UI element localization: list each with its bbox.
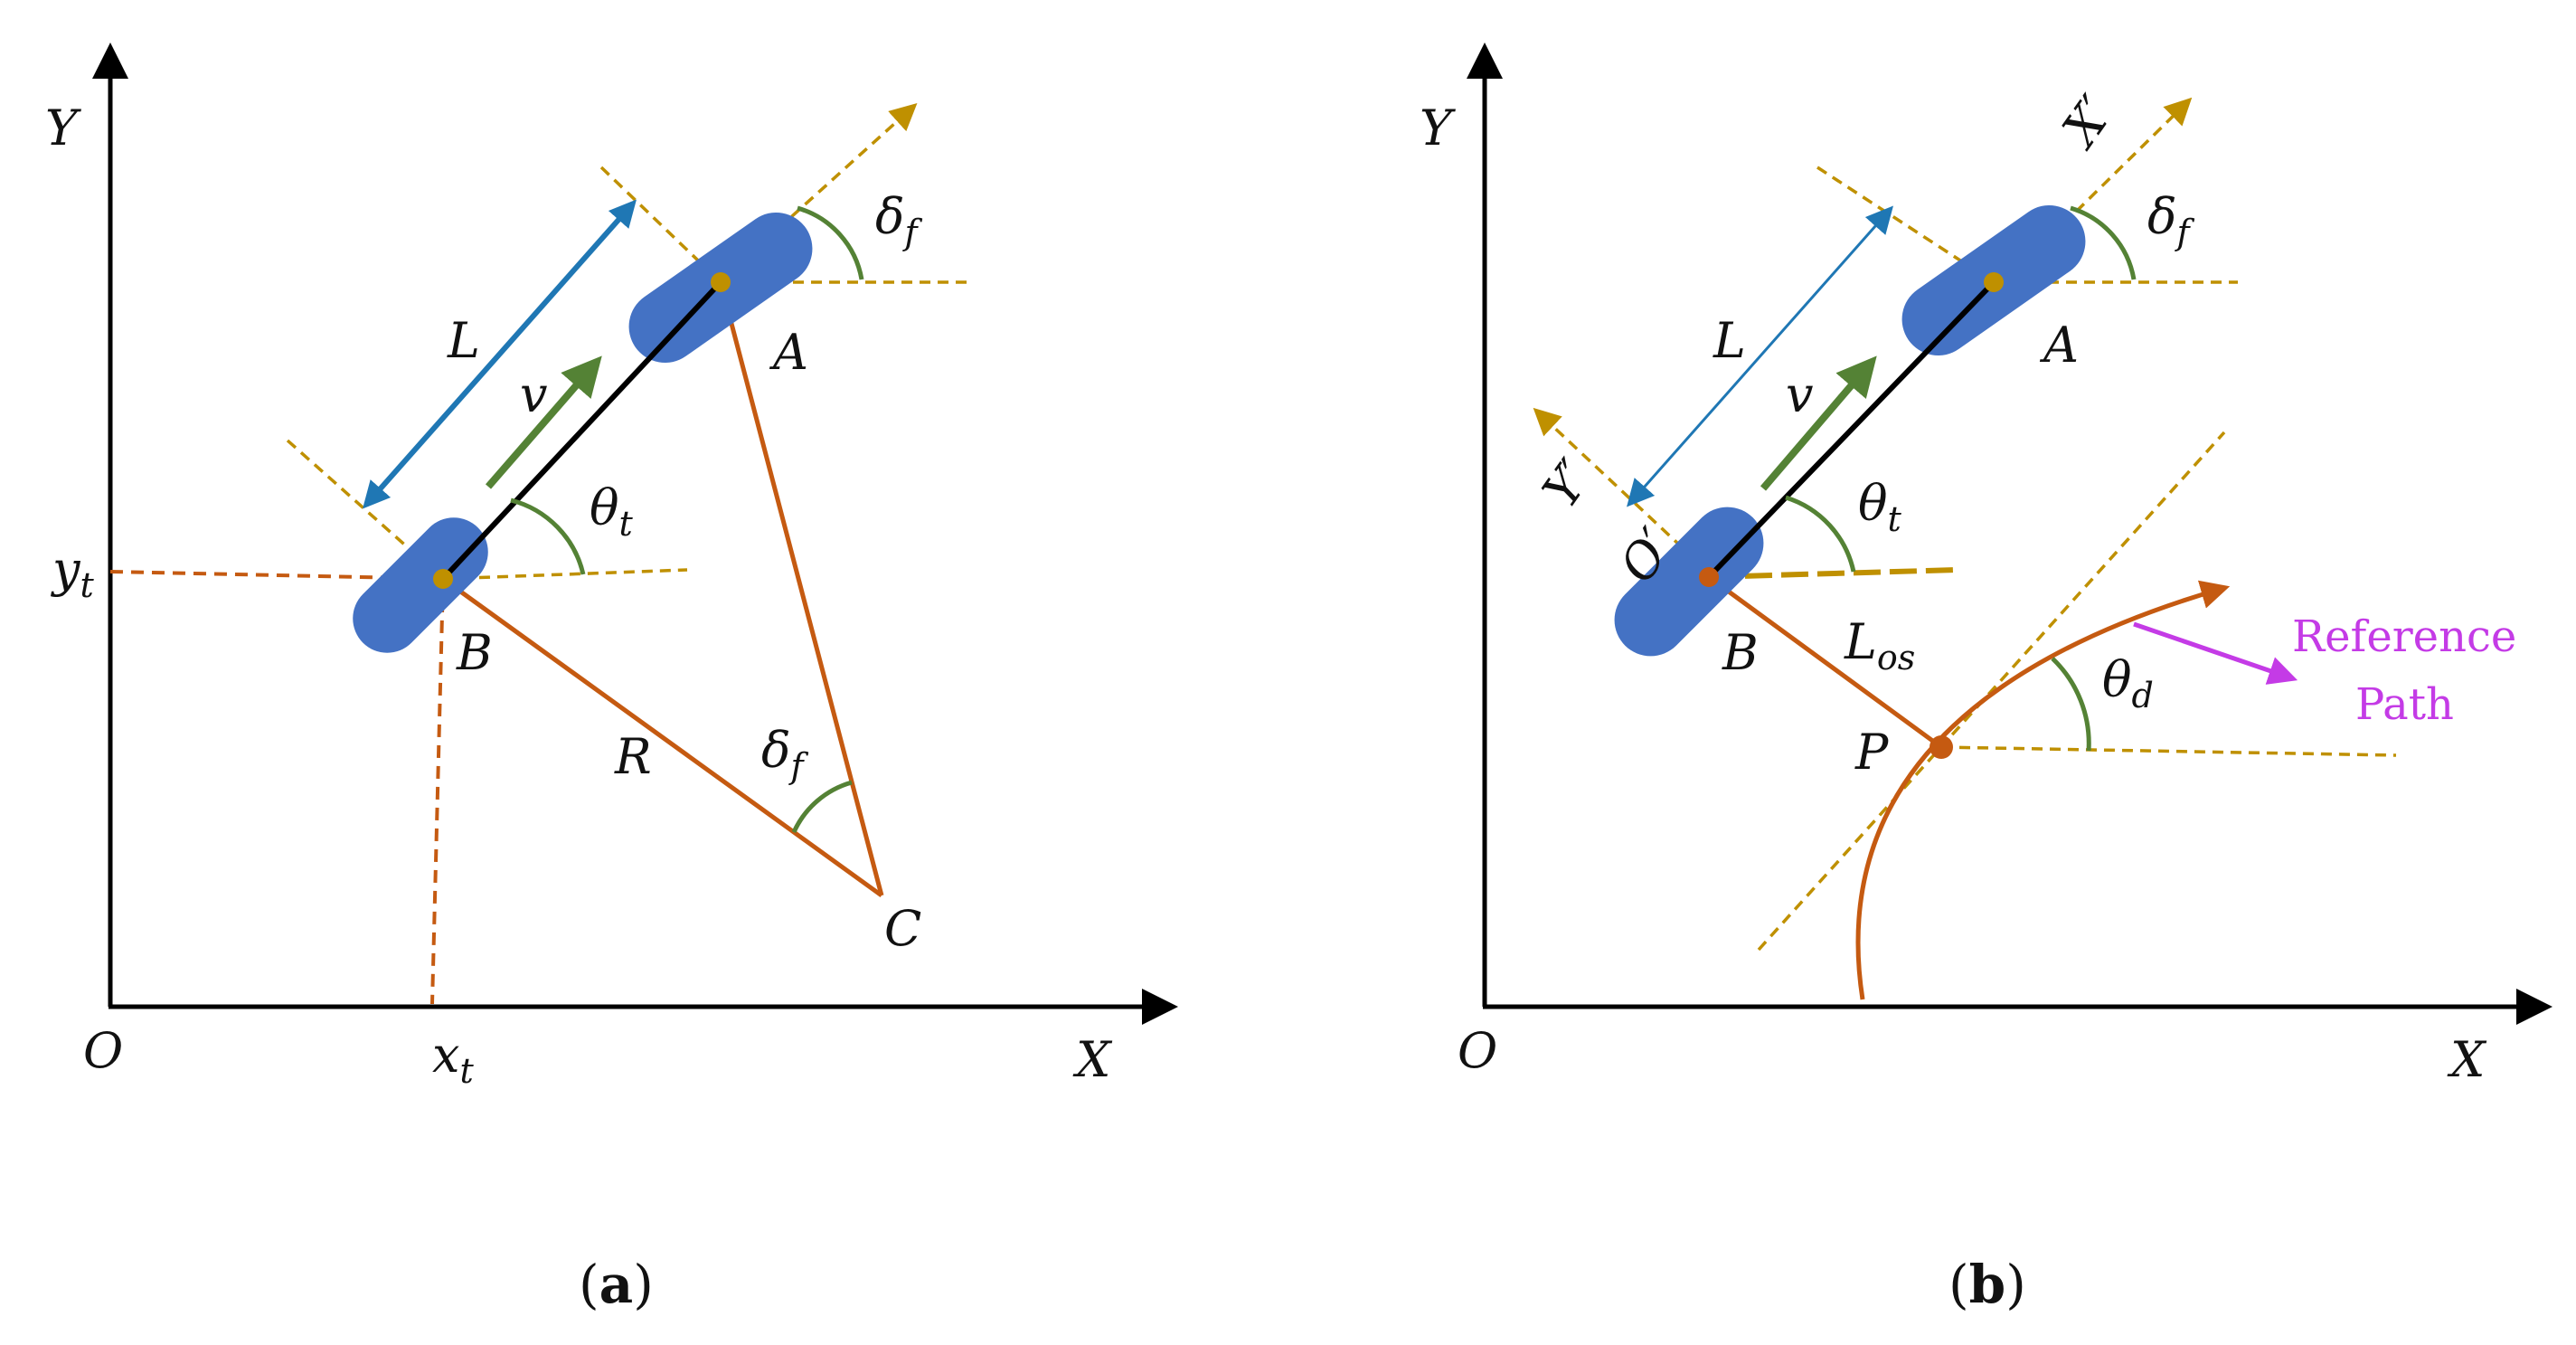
vehicle-body-line-b [1706, 279, 1996, 580]
point-p-label: P [1854, 724, 1890, 781]
panel-b: Y X O X′ Y′ O′ L v θt δf A B P Los θd Re… [1420, 43, 2552, 1315]
steer-angle-arc-c [791, 780, 853, 834]
point-b-marker [433, 569, 453, 589]
local-x-axis-label: X′ [2050, 86, 2125, 159]
steer-angle-arc-b [2070, 205, 2137, 280]
x-tick-label: xt [432, 1027, 474, 1091]
heading-angle-arc [510, 497, 586, 575]
panel-a: Y X O yt xt L v θt δf δf A B C R (a) [45, 43, 1178, 1315]
rear-horizontal-dashed-line [442, 568, 688, 581]
steer-angle-c-label: δf [761, 722, 809, 786]
point-a-marker [711, 272, 731, 292]
heading-angle-arc-b [1785, 495, 1856, 573]
steer-angle-label-b: δf [2147, 188, 2195, 252]
radius-label: R [614, 728, 652, 785]
wheelbase-label: L [447, 312, 480, 369]
x-axis-label: X [1072, 1031, 1113, 1088]
point-c-label: C [884, 900, 921, 957]
rear-wheel-b [1614, 507, 1764, 657]
vehicle-body-line [440, 279, 723, 582]
heading-angle-label-b: θt [1858, 475, 1902, 539]
front-axle-dashed-line [599, 166, 722, 284]
wheelbase-arrow [363, 199, 637, 509]
reference-path-label-line2: Path [2355, 679, 2454, 730]
offset-line [1707, 574, 1943, 750]
velocity-label-b: v [1786, 366, 1814, 423]
rear-wheel [353, 517, 488, 653]
rear-horizontal-dashed-line-b [1708, 567, 1958, 580]
line-ac [718, 281, 884, 896]
wheelbase-arrow-b [1627, 205, 1893, 507]
local-y-axis-label: Y′ [1532, 450, 1603, 517]
x-projection-line [430, 578, 445, 1005]
point-b-marker-b [1699, 567, 1719, 587]
origin-label: O [83, 1022, 123, 1079]
caption-b: (b) [1949, 1254, 2026, 1315]
point-b-label-b: B [1722, 624, 1759, 681]
wheelbase-label-b: L [1713, 312, 1746, 369]
velocity-label: v [520, 366, 548, 423]
y-axis-label: Y [45, 99, 81, 156]
origin-label-b: O [1458, 1022, 1497, 1079]
steer-angle-top-label: δf [875, 188, 923, 252]
velocity-arrow [485, 355, 602, 489]
point-b-label: B [456, 624, 493, 681]
y-axis-label-b: Y [1420, 99, 1456, 156]
path-angle-arc [2051, 657, 2091, 752]
radius-line-bc [441, 576, 883, 898]
y-tick-label: yt [51, 541, 95, 605]
velocity-arrow-b [1760, 355, 1877, 491]
point-a-label: A [769, 324, 808, 381]
point-a-label-b: A [2039, 317, 2079, 374]
point-a-marker-b [1984, 272, 2004, 292]
steer-angle-arc-top [797, 205, 864, 280]
heading-angle-label: θt [590, 479, 634, 544]
offset-label: Los [1844, 613, 1915, 677]
point-p-marker [1930, 735, 1953, 759]
reference-path-arrow [2133, 621, 2298, 685]
path-angle-label: θd [2102, 651, 2154, 715]
x-axis-label-b: X [2447, 1031, 2487, 1088]
path-horizontal-dashed-line [1940, 745, 2397, 757]
path-tangent-dashed-line [1757, 431, 2226, 952]
reference-path-label-line1: Reference [2292, 611, 2516, 662]
caption-a: (a) [579, 1254, 654, 1315]
